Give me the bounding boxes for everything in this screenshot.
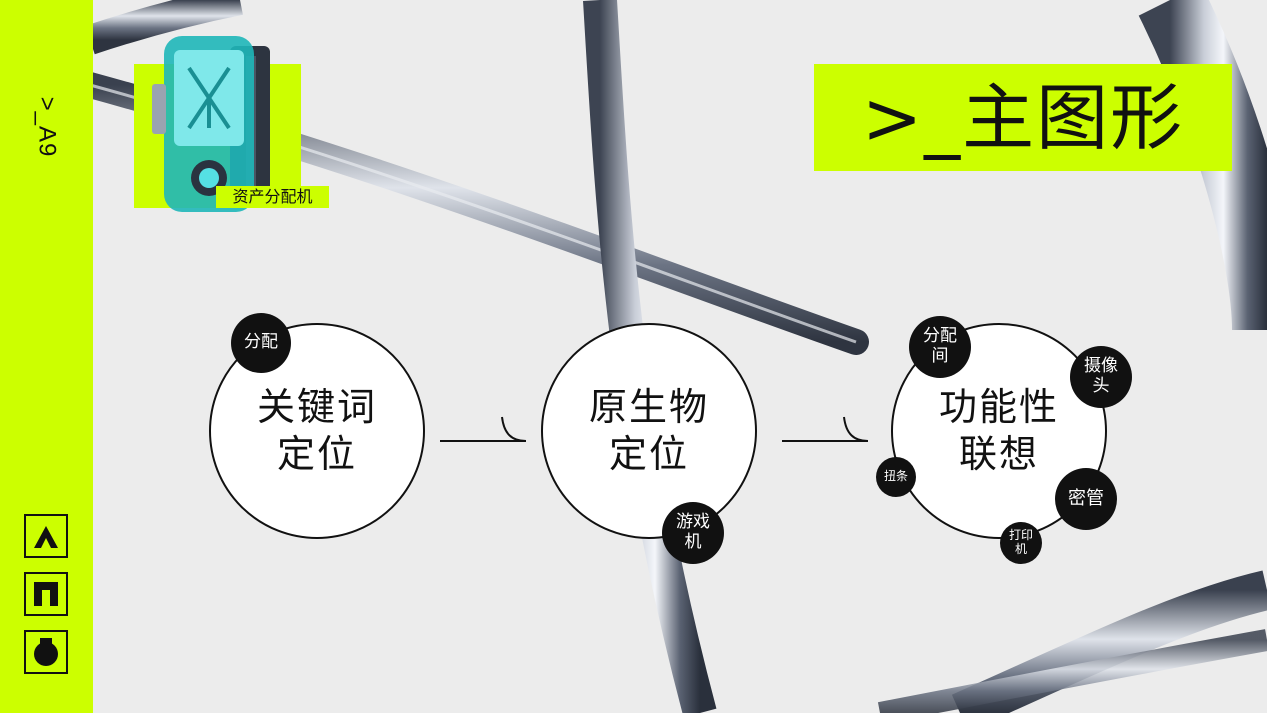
sidebar: >_A9 — [0, 0, 93, 713]
badge-camera: 摄像 头 — [1070, 346, 1132, 408]
flow-node-native: 原生物 定位 — [541, 323, 757, 539]
sidebar-label: >_A9 — [33, 96, 60, 158]
circle-notch-icon[interactable] — [24, 630, 68, 674]
badge-printer: 打印 机 — [1000, 522, 1042, 564]
flow-node-label: 功能性 联想 — [938, 384, 1059, 477]
flow-connector — [782, 416, 869, 442]
flow-node-label: 关键词 定位 — [256, 384, 377, 477]
page-title: >_主图形 — [814, 64, 1232, 171]
thumbnail-card — [134, 36, 301, 212]
flow-node-label: 原生物 定位 — [588, 384, 709, 477]
bracket-square-icon[interactable] — [24, 572, 68, 616]
flow-connector — [440, 416, 527, 442]
badge-allocate: 分配 — [231, 313, 291, 373]
badge-twist-strip: 扭条 — [876, 457, 916, 497]
device-render-icon — [152, 36, 270, 212]
triangle-icon[interactable] — [24, 514, 68, 558]
thumbnail-caption: 资产分配机 — [216, 186, 329, 208]
badge-game-machine: 游戏 机 — [662, 502, 724, 564]
badge-seal-tube: 密管 — [1055, 468, 1117, 530]
badge-allocation-room: 分配 间 — [909, 316, 971, 378]
